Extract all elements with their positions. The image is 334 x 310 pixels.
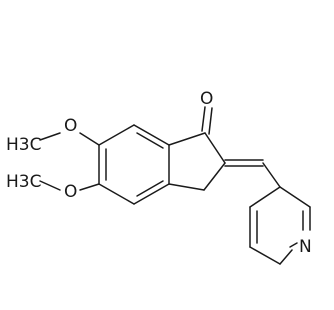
bond-ar-o2 [79, 183, 100, 191]
bond-ar3-inner [136, 180, 164, 197]
bond-network [39, 106, 311, 265]
methyl-label-2: H3C [6, 172, 41, 192]
bond-ar1 [133, 124, 170, 146]
carbonyl-oxygen-label: O [200, 89, 213, 109]
bond-py4 [249, 246, 281, 265]
bond-carbonyl-2 [208, 107, 213, 135]
bond-c7a-c1 [168, 132, 206, 146]
bond-ar-o1 [79, 132, 100, 146]
pyridine-nitrogen-label: N [299, 237, 312, 257]
bond-vinyl-pyridine [262, 162, 281, 188]
bond-ar6 [98, 124, 135, 146]
bond-ar3 [133, 183, 170, 205]
bond-py6 [249, 186, 281, 208]
bond-c3-c3a [168, 183, 205, 191]
bond-py3 [289, 242, 298, 248]
methyl-label-1: H3C [6, 135, 41, 155]
bond-c2-c3 [203, 162, 226, 191]
bond-o1-me [39, 132, 61, 141]
bond-ar1-inner [136, 132, 164, 149]
bond-ar4 [98, 183, 135, 205]
bond-py1 [279, 186, 311, 208]
bond-c1-c2 [204, 132, 226, 164]
methoxy-oxygen-label-1: O [64, 116, 77, 136]
bond-o2-me [39, 180, 61, 191]
atom-labels: O O O N H3C H3C [6, 89, 312, 257]
methoxy-oxygen-label-2: O [64, 182, 77, 202]
bond-py4-extra [279, 249, 293, 265]
bond-carbonyl-1 [201, 106, 206, 132]
